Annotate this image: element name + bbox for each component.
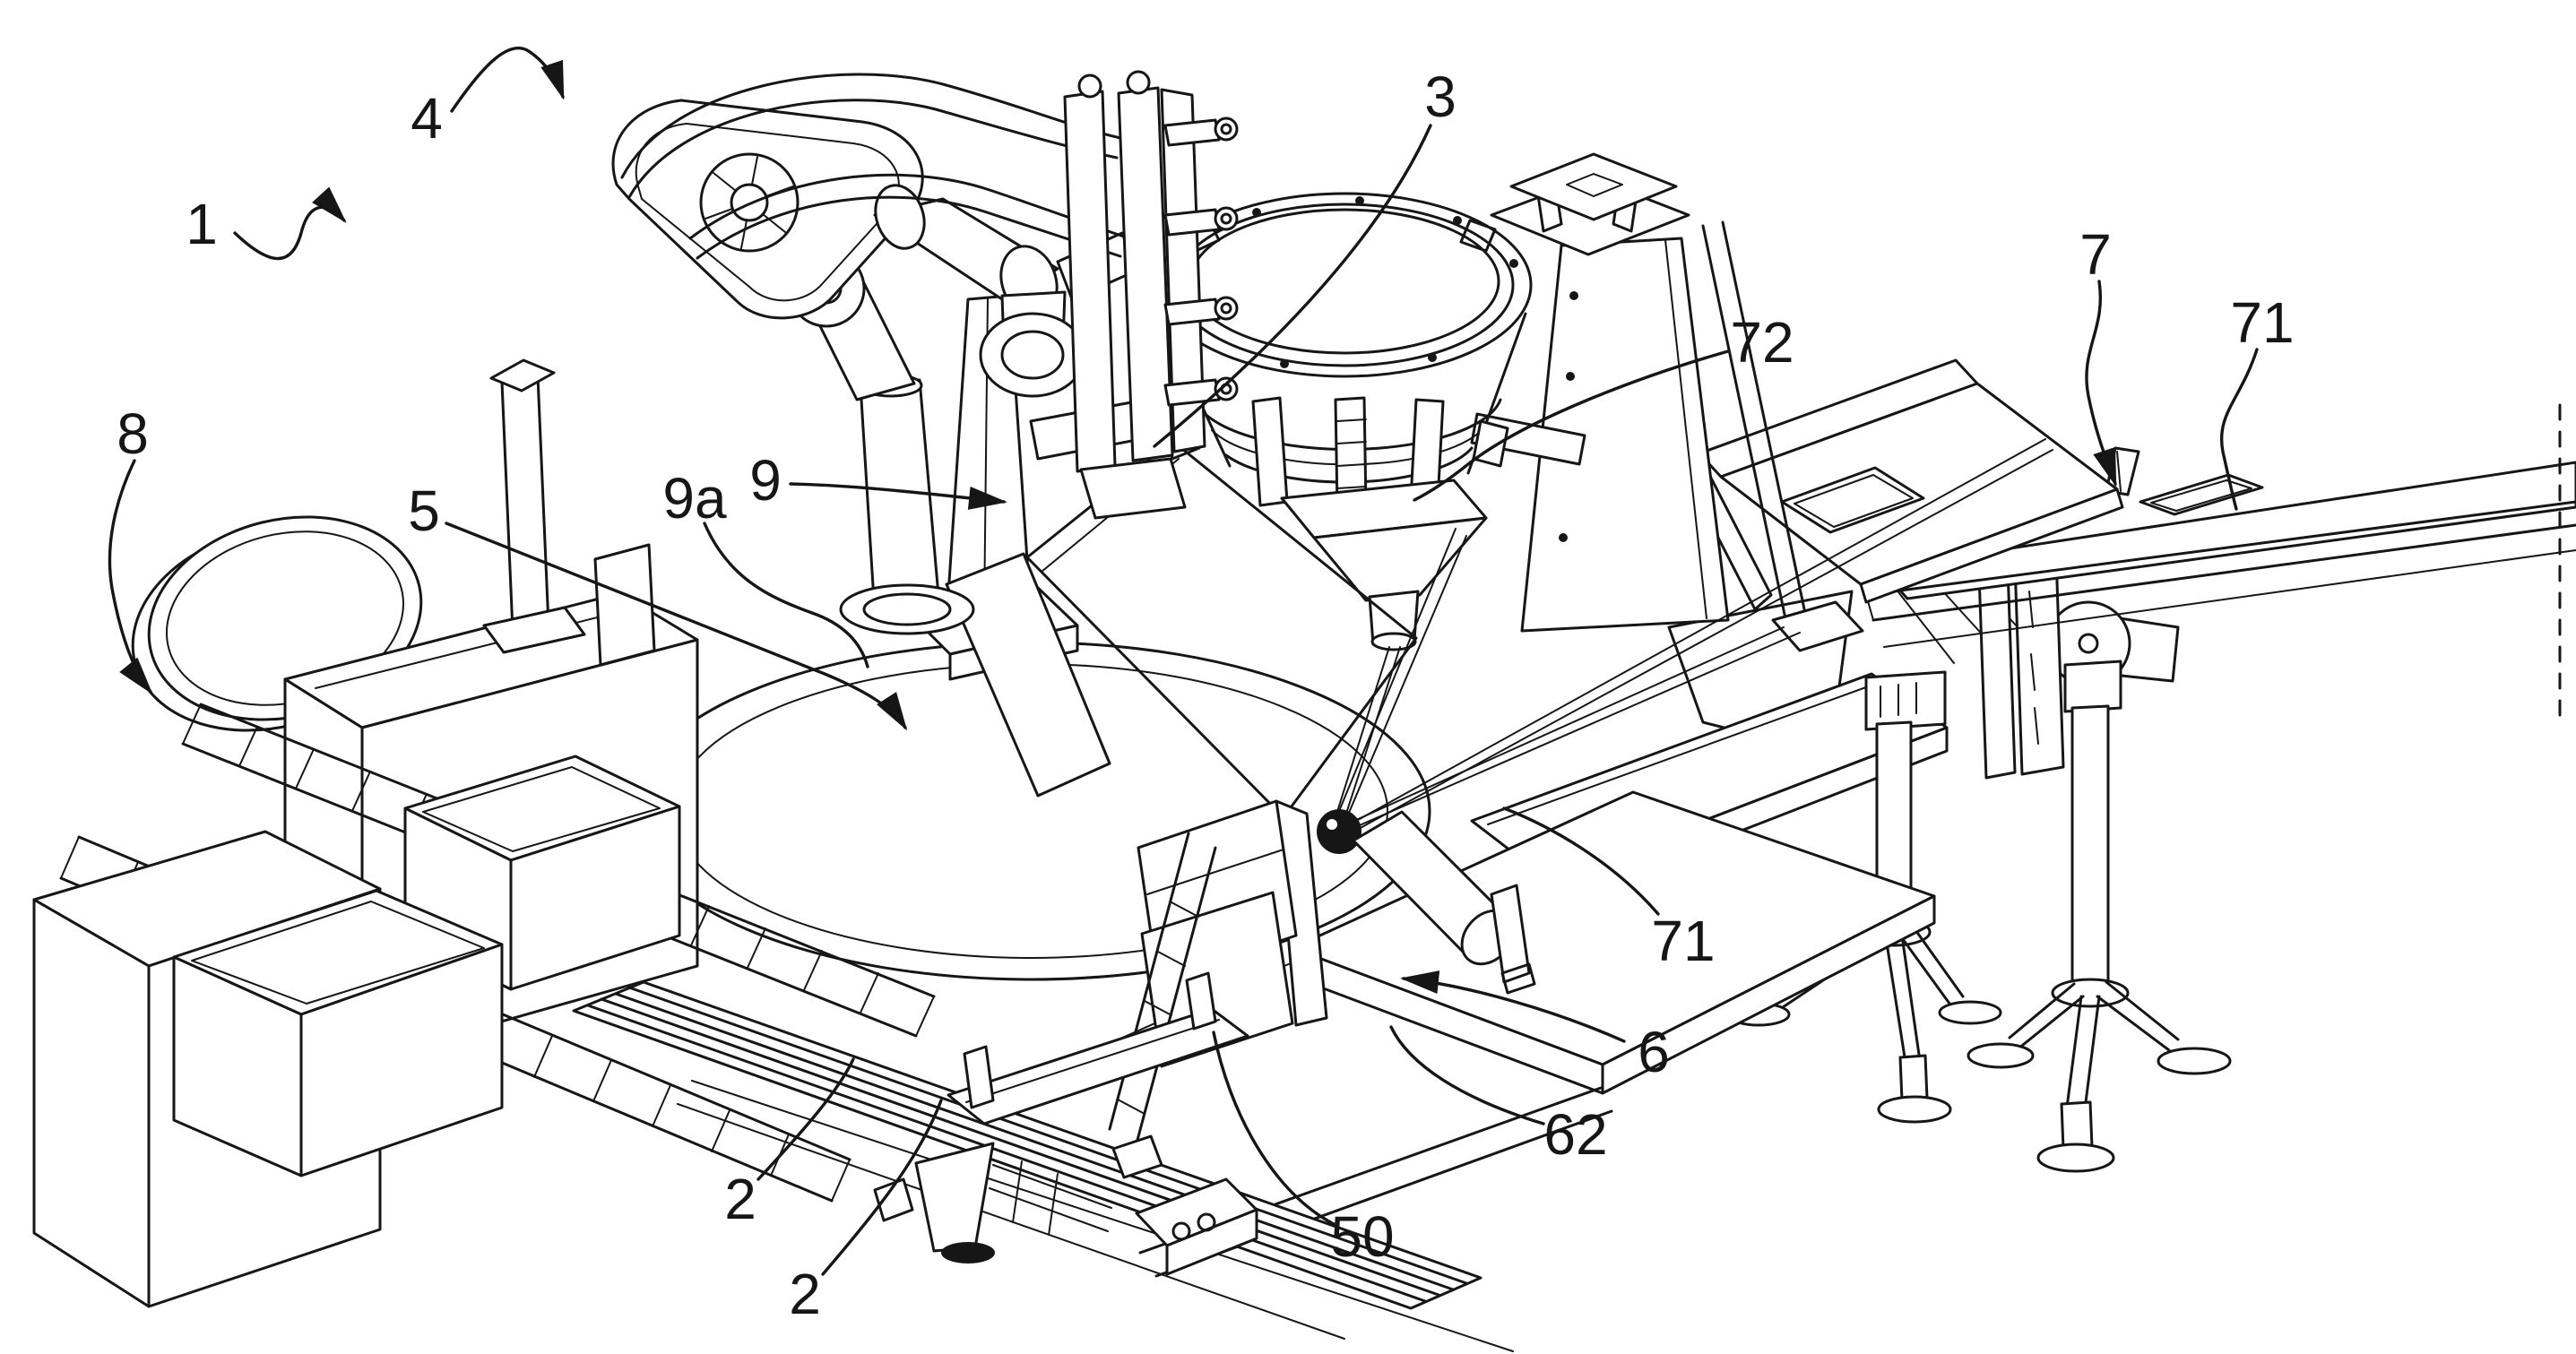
funnel-assembly [1280, 438, 2053, 995]
machine-platform [1057, 790, 1936, 1278]
tool-mast [1063, 70, 1239, 520]
leader-line-5 [445, 522, 908, 731]
ref-label-2-upper: 2 [724, 1167, 756, 1231]
leader-line-71-mid [1502, 806, 1660, 916]
leader-line-4 [450, 46, 565, 113]
ref-label-9a: 9a [662, 466, 727, 530]
ref-label-62: 62 [1543, 1102, 1607, 1167]
ref-label-1: 1 [186, 192, 218, 256]
leader-line-1 [233, 186, 347, 261]
ref-label-2-lower: 2 [789, 1262, 821, 1326]
ref-label-71-right: 71 [2230, 290, 2294, 355]
robot-pedestal [859, 378, 941, 617]
leader-line-9 [789, 482, 1007, 510]
leader-line-9a [703, 522, 869, 668]
open-case-lower [172, 889, 504, 1177]
ref-label-72: 72 [1730, 310, 1794, 375]
transfer-rail [572, 980, 1514, 1352]
ref-label-6: 6 [1638, 1020, 1670, 1084]
cases [172, 755, 1328, 1276]
reference-labels-layer: 1 4 3 7 71 72 8 5 9a 9 71 6 62 50 22 [108, 46, 2295, 1326]
ref-label-8: 8 [117, 401, 149, 466]
robot-wrist-drum [979, 312, 1086, 398]
upright-case [1108, 799, 1328, 1179]
ref-label-7: 7 [2079, 222, 2112, 287]
ref-label-71-mid: 71 [1651, 909, 1715, 973]
leader-line-62 [1389, 1025, 1545, 1125]
pivot-bracket [2013, 554, 2065, 776]
conveyor-stand-right [1967, 660, 2232, 1173]
leader-line-2-upper [756, 1057, 855, 1181]
leader-line-6 [1400, 970, 1626, 1043]
leader-line-8 [108, 459, 153, 695]
bowl-lid [1189, 208, 1500, 355]
cable-loop [620, 73, 1122, 179]
leader-line-7 [2085, 280, 2117, 487]
case-holder [873, 971, 1258, 1276]
leader-line-50 [1212, 1031, 1336, 1226]
ball-joint [1317, 809, 1361, 854]
ref-label-5: 5 [408, 479, 440, 543]
robot-arm [611, 70, 1239, 635]
leader-line-72 [1413, 349, 1730, 502]
belt-window [2139, 473, 2264, 516]
ref-label-4: 4 [411, 86, 443, 151]
leader-line-3 [1153, 124, 1432, 448]
ref-label-9: 9 [749, 448, 782, 513]
leader-line-71-right [2220, 348, 2259, 511]
ref-label-3: 3 [1424, 65, 1457, 129]
erector-post [500, 375, 550, 633]
chute-side-panel [945, 552, 1111, 798]
support-tower [1490, 152, 1864, 652]
ref-label-50: 50 [1330, 1204, 1394, 1269]
leader-line-2-lower [821, 1099, 943, 1276]
tower-top-plate [1509, 152, 1678, 221]
